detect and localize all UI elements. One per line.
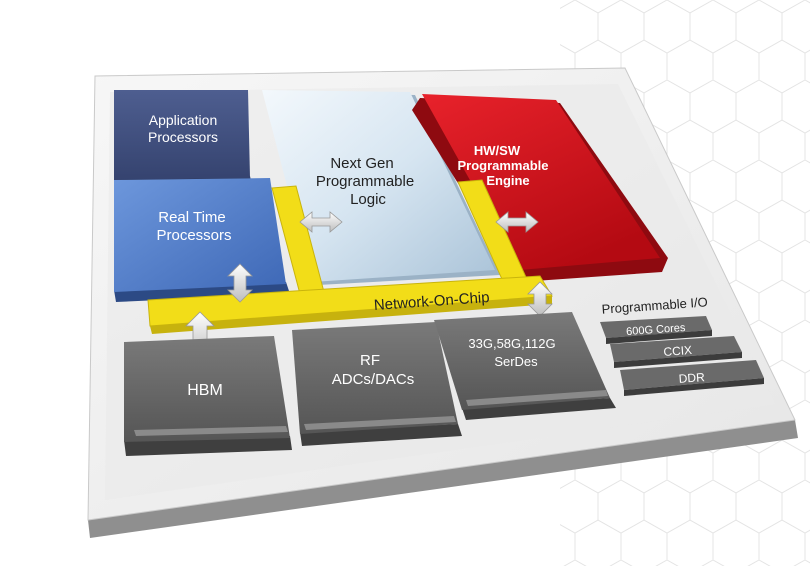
prog-logic-line1: Next Gen [330,155,393,172]
hbm-label: HBM [187,382,223,399]
rf-line2: ADCs/DACs [332,371,415,388]
rt-proc-line1: Real Time [158,209,226,226]
prog-logic-line3: Logic [350,191,386,208]
io-item-ccix [610,336,742,362]
real-time-processors-block: Real Time Processors [114,178,290,302]
rt-proc-line2: Processors [156,227,231,244]
arrow-rt-noc [227,263,253,303]
programmable-io-group: Programmable I/O 600G Cores CCIX DDR [600,294,764,396]
interconnect-arrows [185,211,553,359]
prog-logic-line2: Programmable [316,173,414,190]
io-item-ccix-label: CCIX [663,343,693,359]
rf-line1: RF [360,352,380,369]
network-on-chip: Network-On-Chip [147,179,553,334]
arrow-logic-engine [495,211,539,233]
serdes-line1: 33G,58G,112G [468,336,555,351]
app-proc-line1: Application [149,112,218,128]
serdes-block: 33G,58G,112G SerDes [434,312,616,420]
prog-io-title: Programmable I/O [601,294,708,316]
arrow-rt-logic [299,211,343,233]
hwsw-line2: Programmable [457,158,548,173]
io-item-ddr-label: DDR [678,370,705,386]
io-item-600g [600,316,712,338]
programmable-logic-block: Next Gen Programmable Logic [262,90,500,285]
io-item-600g-label: 600G Cores [626,322,686,338]
hwsw-line1: HW/SW [474,143,521,158]
app-proc-line2: Processors [148,129,218,145]
hwsw-line3: Engine [486,173,529,188]
io-item-ddr [620,360,764,390]
hbm-block: HBM [124,336,292,456]
rf-adc-dac-block: RF ADCs/DACs [292,322,462,446]
serdes-line2: SerDes [494,354,538,369]
application-processors-block: Application Processors [114,90,252,188]
hwsw-engine-block: HW/SW Programmable Engine [412,94,668,282]
